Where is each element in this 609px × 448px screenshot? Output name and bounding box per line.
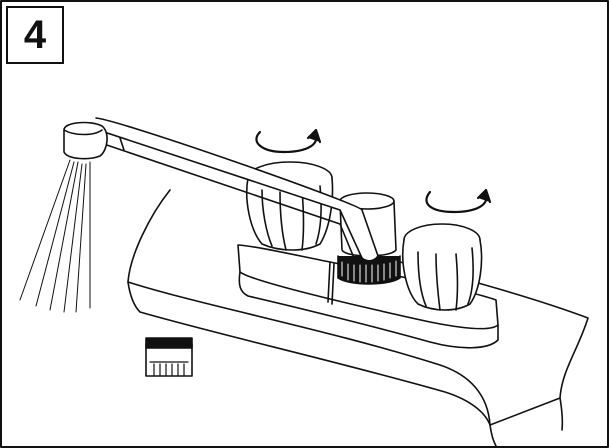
step-number-box: 4 (6, 6, 64, 64)
step-number: 4 (23, 13, 47, 57)
spout-arm (63, 117, 379, 262)
rotate-clockwise-arrow-icon (425, 188, 492, 214)
rotate-clockwise-arrow-icon (255, 128, 322, 154)
right-handle (401, 223, 483, 311)
water-spray (19, 159, 91, 313)
aerator-part (145, 337, 193, 377)
